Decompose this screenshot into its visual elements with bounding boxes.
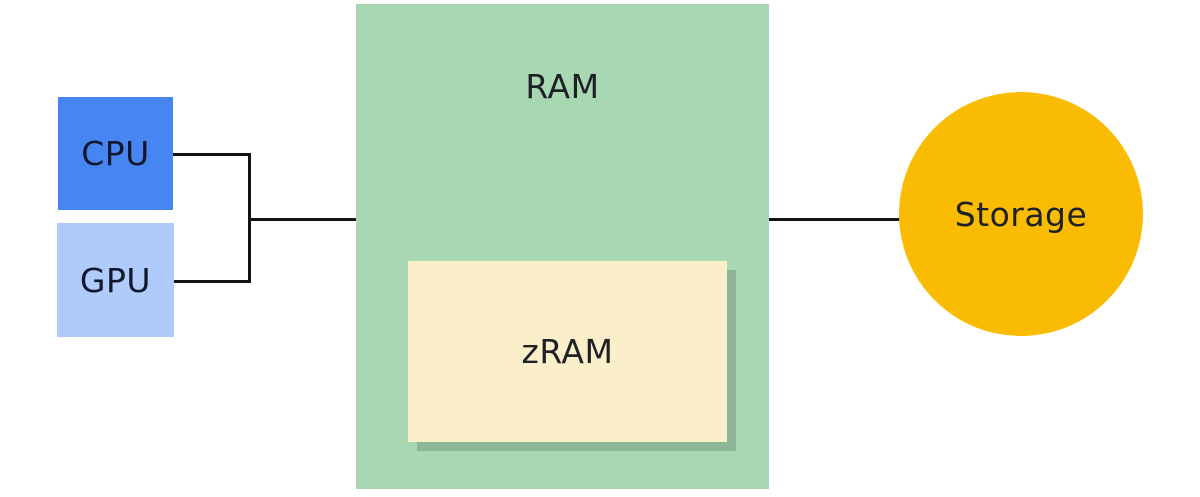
storage-node: Storage — [899, 92, 1143, 336]
gpu-label: GPU — [79, 260, 152, 300]
cpu-node: CPU — [58, 97, 173, 210]
ram-label: RAM — [525, 67, 600, 106]
connector-junction-to-ram — [247, 217, 358, 221]
gpu-node: GPU — [57, 223, 174, 337]
connector-cpu-to-junction — [173, 152, 250, 156]
zram-node: zRAM — [408, 261, 727, 442]
zram-label: zRAM — [521, 332, 614, 371]
connector-gpu-to-junction — [174, 279, 250, 283]
cpu-label: CPU — [81, 134, 150, 173]
storage-label: Storage — [954, 194, 1088, 234]
connector-ram-to-storage — [769, 217, 902, 221]
